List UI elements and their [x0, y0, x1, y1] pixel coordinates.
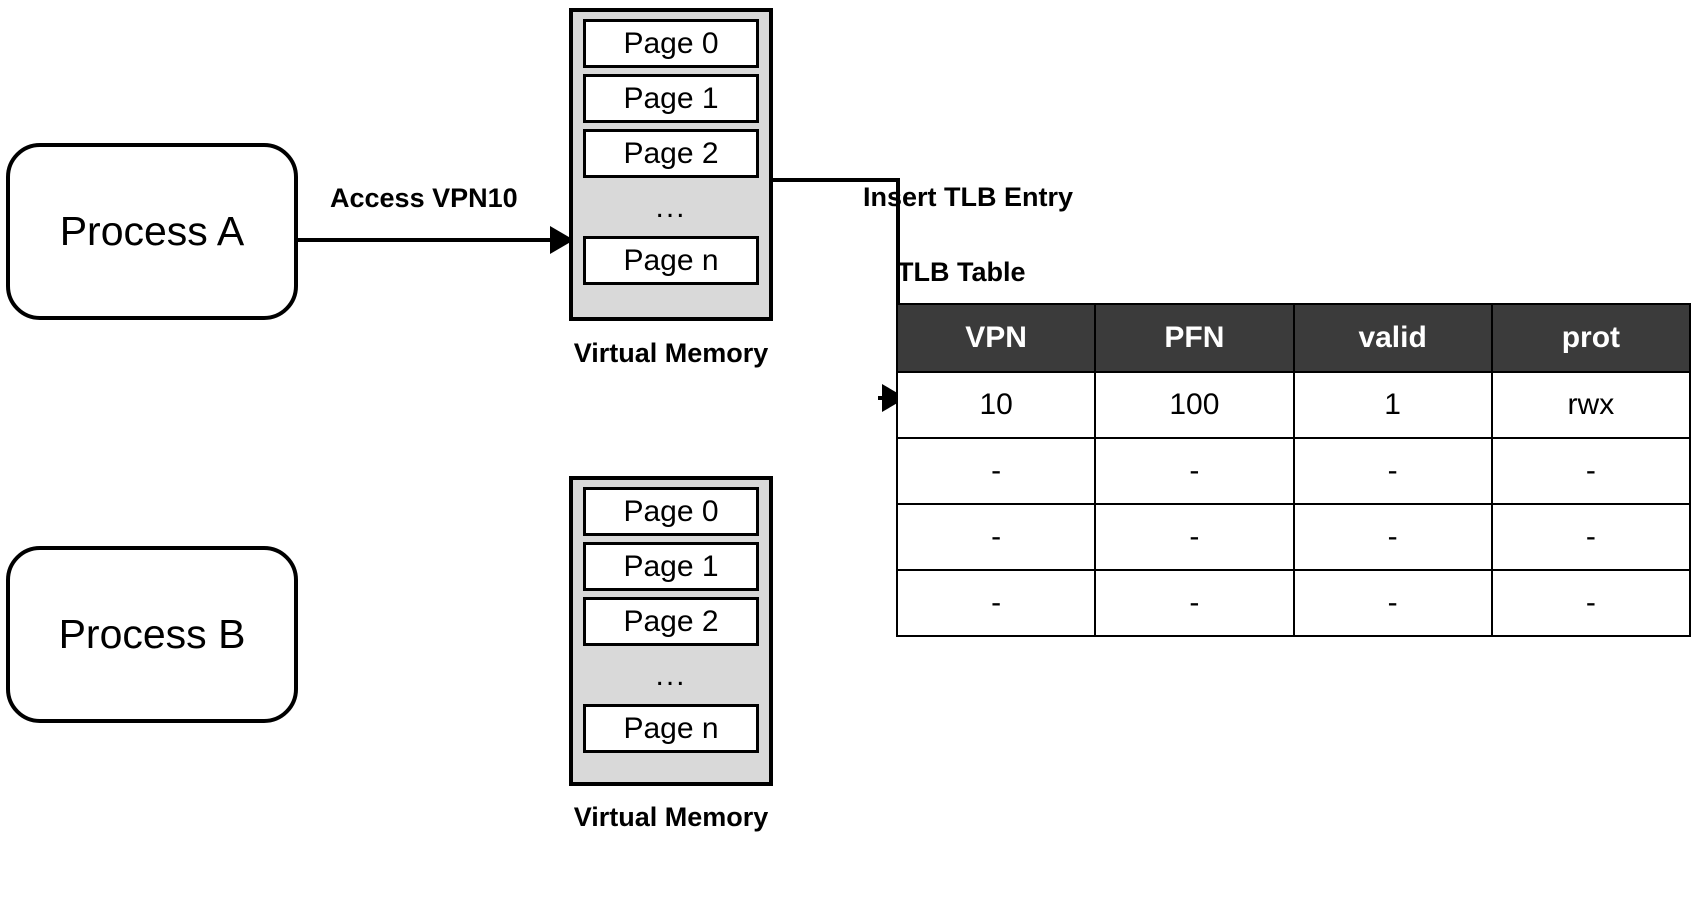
tlb-table-title: TLB Table	[897, 257, 1026, 287]
insert-arrow-icon	[770, 178, 906, 412]
access-edge-label: Access VPN10	[330, 183, 518, 213]
table-cell-valid: -	[1292, 437, 1493, 505]
table-cell-prot: rwx	[1490, 371, 1692, 439]
page-ellipsis: ...	[655, 659, 687, 692]
process-b-label: Process B	[58, 611, 246, 657]
process-a-box: Process A	[6, 143, 298, 320]
table-cell-vpn: -	[895, 437, 1097, 505]
page-cell: Page 0	[583, 19, 759, 68]
table-cell-pfn: -	[1094, 503, 1295, 571]
table-header-prot: prot	[1490, 303, 1692, 373]
page-cell: Page 2	[583, 597, 759, 646]
table-cell-vpn: -	[895, 569, 1097, 637]
table-cell-vpn: -	[895, 503, 1097, 571]
table-cell-pfn: -	[1094, 437, 1295, 505]
table-cell-pfn: 100	[1094, 371, 1295, 439]
page-ellipsis: ...	[655, 191, 687, 224]
table-cell-valid: -	[1292, 569, 1493, 637]
table-row: - - - -	[895, 437, 1692, 505]
table-header-valid: valid	[1292, 303, 1493, 373]
table-header-vpn: VPN	[895, 303, 1097, 373]
tlb-table-wrapper: VPN PFN valid prot 10 100 1 rwx - - - -	[895, 303, 1692, 637]
virtual-memory-block-b: Page 0 Page 1 Page 2 ... Page n	[569, 476, 773, 786]
table-cell-vpn: 10	[895, 371, 1097, 439]
table-row: 10 100 1 rwx	[895, 371, 1692, 439]
table-row: - - - -	[895, 569, 1692, 637]
process-a-label: Process A	[59, 208, 245, 254]
table-cell-pfn: -	[1094, 569, 1295, 637]
tlb-table: VPN PFN valid prot 10 100 1 rwx - - - -	[895, 303, 1692, 637]
page-cell: Page 1	[583, 542, 759, 591]
table-cell-valid: 1	[1292, 371, 1493, 439]
page-cell: Page 2	[583, 129, 759, 178]
table-cell-prot: -	[1490, 437, 1692, 505]
process-b-box: Process B	[6, 546, 298, 723]
page-cell: Page 0	[583, 487, 759, 536]
table-row: - - - -	[895, 503, 1692, 571]
table-header-row: VPN PFN valid prot	[895, 303, 1692, 373]
access-arrow-icon	[296, 226, 574, 254]
table-cell-valid: -	[1292, 503, 1493, 571]
virtual-memory-block-a: Page 0 Page 1 Page 2 ... Page n	[569, 8, 773, 321]
table-cell-prot: -	[1490, 503, 1692, 571]
virtual-memory-b-label: Virtual Memory	[573, 802, 769, 832]
page-cell: Page n	[583, 236, 759, 285]
virtual-memory-a-label: Virtual Memory	[573, 338, 769, 368]
table-header-pfn: PFN	[1094, 303, 1295, 373]
page-cell: Page 1	[583, 74, 759, 123]
table-cell-prot: -	[1490, 569, 1692, 637]
page-cell: Page n	[583, 704, 759, 753]
